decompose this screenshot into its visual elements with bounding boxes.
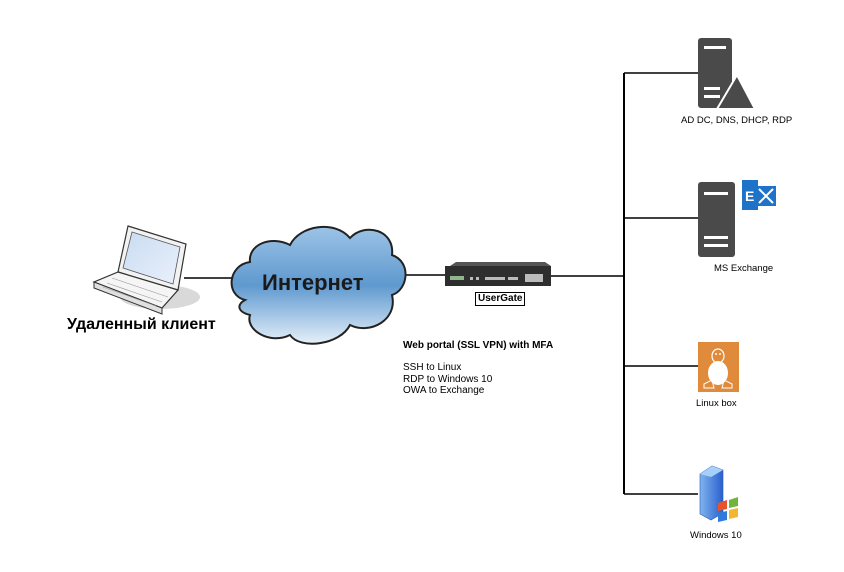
firewall-appliance-icon [445, 262, 551, 286]
client-label: Удаленный клиент [67, 316, 216, 333]
windows-flag-icon [718, 497, 738, 522]
portal-item-ssh: SSH to Linux [403, 362, 462, 373]
internet-label: Интернет [262, 270, 364, 295]
laptop-icon [92, 225, 200, 315]
svg-text:E: E [745, 188, 754, 204]
usergate-label: UserGate [475, 292, 526, 306]
server-label-windows: Windows 10 [690, 530, 742, 541]
exchange-logo-icon: E [742, 180, 776, 210]
server-ad-icon [698, 38, 757, 110]
server-exchange-icon: E [698, 180, 776, 257]
cloud-icon [230, 225, 407, 345]
server-label-linux: Linux box [696, 398, 737, 409]
connection-lines [184, 72, 698, 495]
server-label-ad: AD DC, DNS, DHCP, RDP [681, 115, 793, 126]
portal-item-owa: OWA to Exchange [403, 385, 485, 396]
portal-title: Web portal (SSL VPN) with MFA [403, 340, 554, 351]
windows-server-icon [699, 465, 738, 522]
server-label-exchange: MS Exchange [714, 263, 774, 274]
linux-tux-icon [698, 342, 739, 392]
portal-item-rdp: RDP to Windows 10 [403, 374, 493, 385]
